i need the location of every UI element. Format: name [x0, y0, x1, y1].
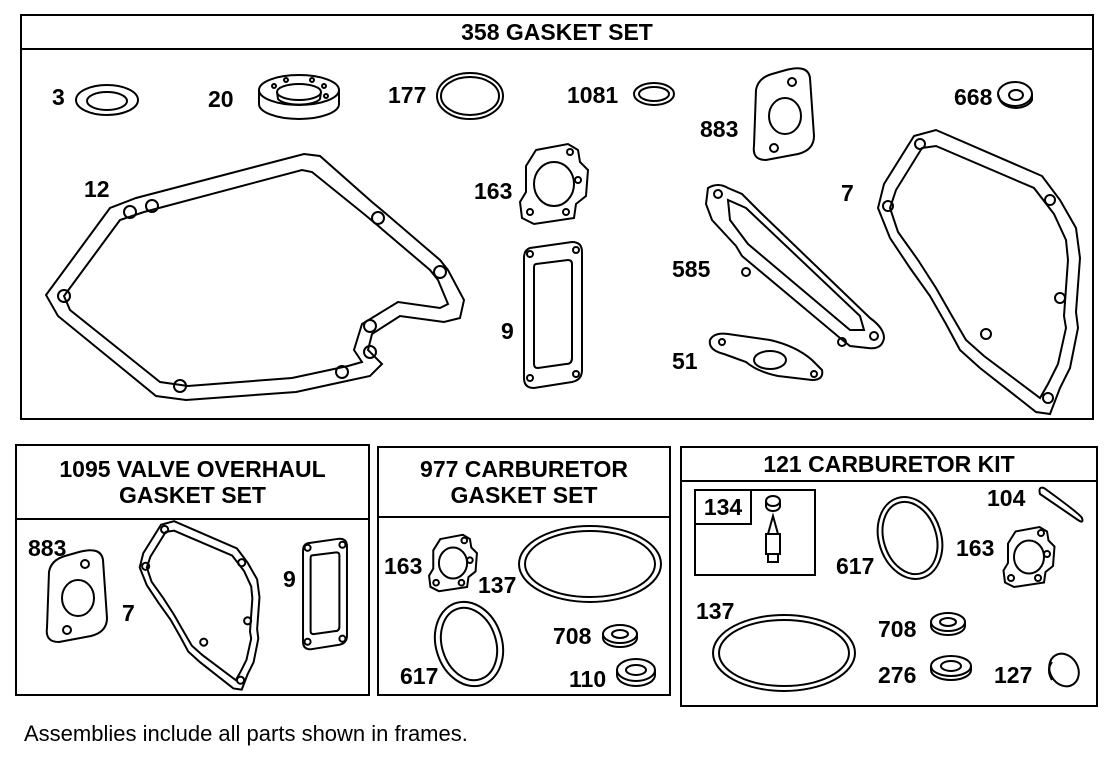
part-number-1081: 1081	[567, 82, 619, 108]
frame-title: 977 CARBURETOR GASKET SET	[379, 448, 669, 518]
part-number-617: 617	[400, 663, 439, 689]
part-number-127: 127	[994, 662, 1033, 688]
footnote: Assemblies include all parts shown in fr…	[24, 721, 468, 746]
part-number-163: 163	[474, 178, 513, 204]
frame-title: 1095 VALVE OVERHAUL GASKET SET	[17, 446, 368, 520]
frame-title: 358 GASKET SET	[22, 16, 1092, 50]
frame-title: 121 CARBURETOR KIT	[682, 448, 1096, 482]
ring-1081-drawing	[632, 80, 676, 108]
bowl-gasket-137-drawing	[710, 610, 858, 696]
washer-708-drawing	[600, 622, 640, 650]
part-number-51: 51	[672, 348, 698, 374]
needle-valve-drawing	[756, 492, 790, 570]
head-gasket-7-drawing	[870, 128, 1086, 418]
bowl-gasket-137-drawing	[516, 522, 664, 606]
washer-708-drawing	[928, 610, 968, 638]
washer-110-drawing	[614, 656, 658, 690]
part-number-668: 668	[954, 84, 993, 110]
head-gasket-7-drawing	[130, 520, 268, 692]
part-number-708: 708	[878, 616, 917, 642]
part-number-3: 3	[52, 84, 65, 110]
part-number-7: 7	[122, 600, 135, 626]
part-number-177: 177	[388, 82, 427, 108]
washer-ring-drawing	[74, 82, 140, 118]
o-ring-617-drawing	[874, 492, 946, 584]
part-number-163: 163	[384, 553, 423, 579]
o-ring-177-drawing	[434, 70, 506, 122]
part-number-9: 9	[283, 566, 296, 592]
part-number-20: 20	[208, 86, 234, 112]
part-number-708: 708	[553, 623, 592, 649]
oil-seal-drawing	[256, 72, 342, 122]
part-number-883: 883	[700, 116, 739, 142]
gasket-9-drawing	[520, 240, 586, 390]
part-number-617: 617	[836, 553, 875, 579]
part-number-9: 9	[501, 318, 514, 344]
gasket-163-drawing	[1000, 524, 1058, 590]
part-number-104: 104	[987, 485, 1026, 511]
frame-977-carburetor-gasket: 977 CARBURETOR GASKET SET	[377, 446, 671, 696]
part-number-585: 585	[672, 256, 711, 282]
washer-276-drawing	[928, 652, 974, 684]
crankcase-gasket-12-drawing	[36, 150, 472, 412]
part-number-12: 12	[84, 176, 110, 202]
pin-104-drawing	[1036, 486, 1088, 528]
gasket-585-drawing	[700, 180, 892, 354]
o-ring-617-drawing	[432, 598, 506, 690]
part-number-137: 137	[478, 572, 517, 598]
sub-assembly-134-frame: 134	[694, 489, 816, 576]
sub-assembly-134-label: 134	[696, 491, 752, 525]
frame-358-gasket-set: 358 GASKET SET	[20, 14, 1094, 420]
plug-127-drawing	[1044, 650, 1082, 690]
part-number-163: 163	[956, 535, 995, 561]
gasket-163-drawing	[426, 532, 480, 594]
gasket-883-drawing	[36, 548, 118, 644]
part-number-137: 137	[696, 598, 735, 624]
gasket-163-drawing	[516, 140, 592, 228]
part-number-276: 276	[878, 662, 917, 688]
gasket-51-drawing	[704, 330, 828, 384]
gasket-883-drawing	[748, 66, 820, 162]
part-number-110: 110	[569, 666, 607, 692]
part-number-7: 7	[841, 180, 854, 206]
part-number-883: 883	[28, 535, 67, 561]
gasket-9-drawing	[300, 534, 350, 654]
seal-668-drawing	[994, 78, 1036, 116]
